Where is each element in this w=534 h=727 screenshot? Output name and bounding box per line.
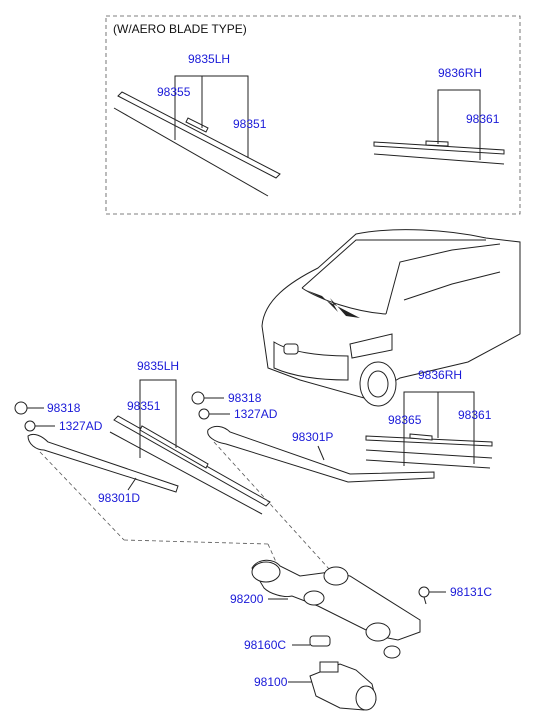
leader-arm-left (127, 477, 137, 491)
aero-blade-title: (W/AERO BLADE TYPE) (113, 22, 247, 36)
leader-aero-rh-assy (437, 89, 481, 160)
label-std-rh-a: 98365 (388, 413, 422, 427)
vehicle-hood-line (301, 287, 387, 315)
vehicle-windshield-top (301, 239, 486, 289)
aero-lh-blade-body (117, 91, 281, 179)
aero-rh-blade-body (373, 141, 505, 155)
linkage-center-joint (303, 590, 325, 606)
std-lh-refill (109, 431, 263, 515)
label-nut-left: 1327AD (59, 419, 103, 433)
label-nut-right: 1327AD (234, 407, 278, 421)
linkage-motor-mount (383, 645, 401, 659)
vehicle-front-hub (367, 370, 389, 398)
std-rh-refill-b (365, 459, 491, 469)
leader-std-lh-assy (139, 379, 177, 458)
label-std-rh-assy: 9836RH (418, 368, 462, 382)
std-lh-blade: 9835LH 98351 (109, 359, 271, 515)
label-bolt: 98131C (450, 585, 492, 599)
label-std-lh-refill: 98351 (127, 399, 161, 413)
bushing-icon (309, 635, 331, 647)
vehicle-illustration (261, 229, 521, 407)
std-lh-blade-body (113, 415, 271, 507)
leader-aero-lh-assy (174, 75, 249, 158)
linkage-frame (251, 559, 421, 641)
vehicle-wiper-highlight (306, 290, 360, 318)
label-aero-lh-assy: 9835LH (188, 52, 230, 66)
label-aero-lh-b: 98351 (233, 117, 267, 131)
motor-group: 98100 (254, 661, 377, 711)
cap-left-icon (14, 401, 28, 415)
nut-left-icon (24, 420, 36, 432)
cap-right-icon (191, 391, 205, 405)
label-linkage: 98200 (230, 592, 264, 606)
bolt-icon (418, 586, 430, 598)
std-lh-spine (139, 425, 209, 469)
right-arm-group: 98318 1327AD 98301P (191, 391, 435, 483)
label-aero-rh-assy: 9836RH (438, 66, 482, 80)
linkage-assembly: 98200 (230, 559, 421, 659)
std-rh-blade: 9836RH 98365 98361 (365, 368, 493, 469)
motor-end-cap (355, 685, 377, 711)
label-bushing: 98160C (244, 638, 286, 652)
std-rh-refill (365, 449, 493, 459)
vehicle-front-wheel (359, 361, 397, 407)
pivot-line-left (39, 451, 125, 541)
leader-std-rh-assy (403, 391, 475, 466)
vehicle-a-pillar (385, 243, 501, 315)
arm-right-body (207, 425, 435, 483)
std-rh-adapter (409, 433, 433, 441)
linkage-pivot-left (251, 561, 281, 583)
label-cap-left: 98318 (47, 401, 81, 415)
label-std-rh-b: 98361 (458, 408, 492, 422)
label-cap-right: 98318 (228, 391, 262, 405)
label-arm-right: 98301P (292, 430, 333, 444)
pivot-line-right (213, 441, 331, 571)
label-aero-rh-a: 98361 (466, 112, 500, 126)
pivot-line-left-b (123, 539, 269, 545)
leader-arm-right (317, 445, 325, 461)
vehicle-emblem (283, 343, 299, 355)
label-std-lh-assy: 9835LH (137, 359, 179, 373)
pivot-line-left-c (267, 543, 277, 563)
nut-right-icon (198, 408, 210, 420)
left-arm-group: 98318 1327AD 98301D (14, 401, 179, 505)
label-aero-lh-a: 98355 (157, 85, 191, 99)
linkage-pivot-right (323, 566, 349, 586)
arm-left-body (27, 433, 179, 493)
aero-blade-section: (W/AERO BLADE TYPE) 9835LH 98355 98351 9… (105, 15, 521, 215)
aero-lh-adapter (185, 117, 209, 133)
bolt-shank (423, 596, 427, 605)
bolt-group: 98131C (418, 585, 492, 605)
label-motor: 98100 (254, 675, 288, 689)
aero-blade-box (105, 15, 521, 215)
label-arm-left: 98301D (98, 491, 140, 505)
aero-rh-adapter (425, 140, 449, 147)
aero-lh-refill (113, 107, 269, 197)
aero-lh-blade: 9835LH 98355 98351 (113, 52, 281, 197)
linkage-crank (365, 622, 391, 642)
aero-rh-refill (373, 153, 505, 165)
bushing-group: 98160C (244, 635, 331, 652)
aero-rh-blade: 9836RH 98361 (373, 66, 505, 165)
vehicle-window-line (403, 271, 501, 301)
vehicle-headlight (349, 333, 393, 359)
std-rh-blade-body (365, 435, 493, 447)
motor-gearbox (319, 661, 339, 673)
